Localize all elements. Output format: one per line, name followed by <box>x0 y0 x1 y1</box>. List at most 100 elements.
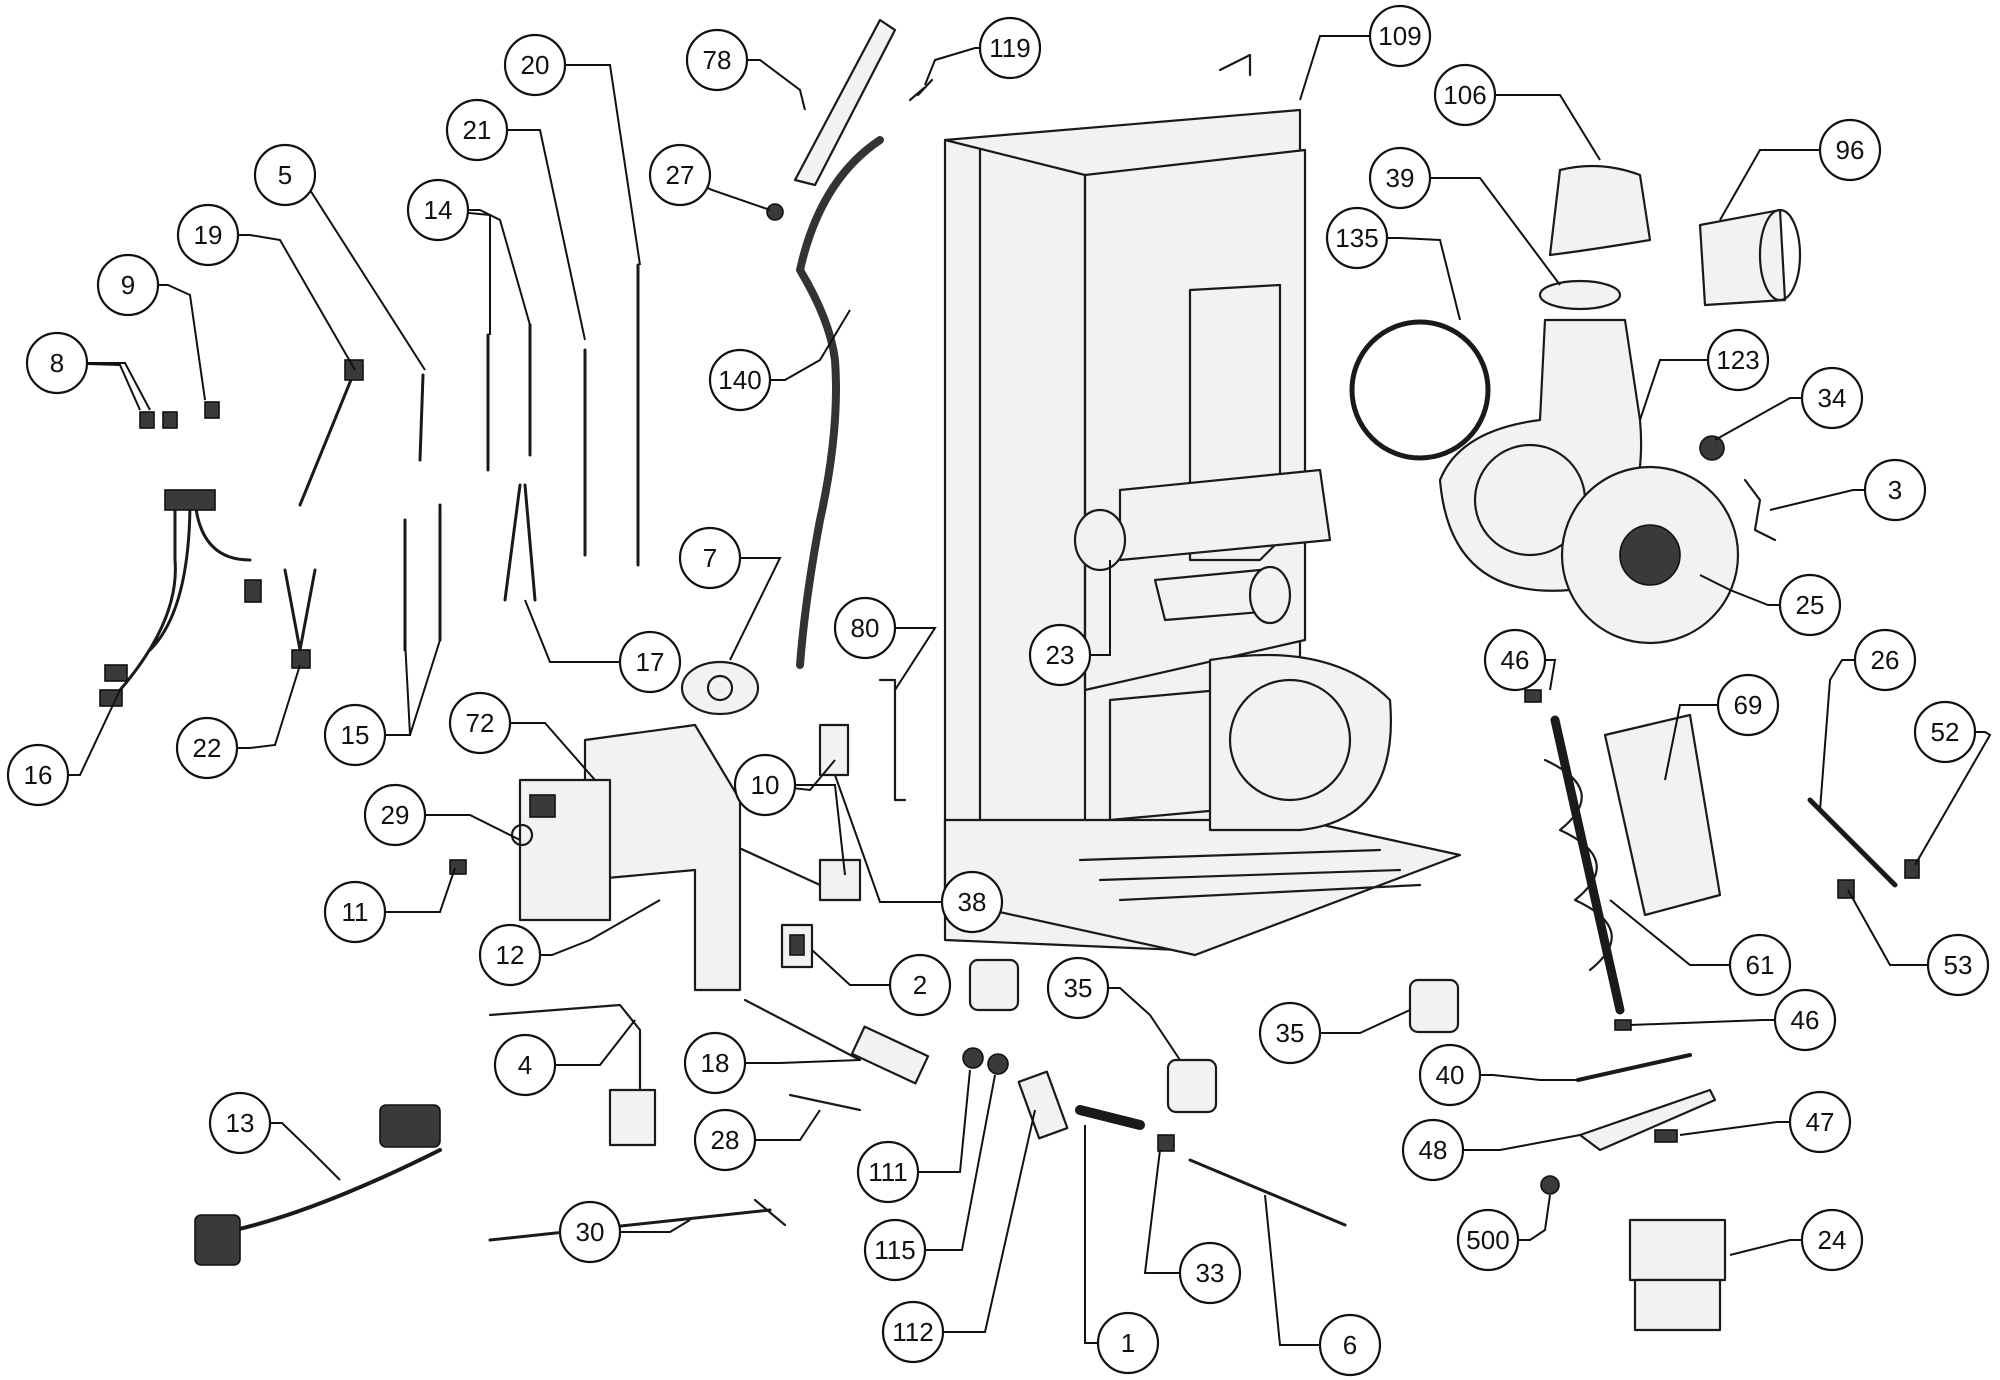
callout-bubble: 111 <box>856 1140 920 1204</box>
callout-bubble: 5 <box>253 143 317 207</box>
stove-frame <box>943 53 1462 957</box>
callout-label: 8 <box>50 348 64 378</box>
leader-line <box>284 174 426 371</box>
callout-label: 69 <box>1734 690 1763 720</box>
callout-circle <box>1401 1118 1465 1182</box>
callout-circle <box>1325 206 1389 270</box>
callout-circle <box>678 526 742 590</box>
callout-circle <box>208 1091 272 1155</box>
callout-circle <box>478 923 542 987</box>
callout-label: 23 <box>1046 640 1075 670</box>
callout-label: 9 <box>121 270 135 300</box>
callout-bubble: 35 <box>1258 1001 1322 1065</box>
callout-circle <box>685 28 749 92</box>
callout-bubble: 106 <box>1433 63 1497 127</box>
callout-circle <box>856 1140 920 1204</box>
callout-bubble: 47 <box>1788 1090 1852 1154</box>
callout-bubble: 96 <box>1818 118 1882 182</box>
callout-bubble: 11 <box>323 880 387 944</box>
callout-label: 140 <box>718 365 761 395</box>
callout-label: 33 <box>1196 1258 1225 1288</box>
callout-circle <box>1433 63 1497 127</box>
callout-circle <box>1716 673 1780 737</box>
callout-bubble: 9 <box>96 253 160 317</box>
callout-circle <box>175 716 239 780</box>
callout-circle <box>733 753 797 817</box>
callout-bubble: 18 <box>683 1031 747 1095</box>
callout-label: 112 <box>892 1317 933 1347</box>
callout-bubble: 35 <box>1046 956 1110 1020</box>
callout-bubble: 29 <box>363 783 427 847</box>
callout-bubble: 27 <box>648 143 712 207</box>
callout-bubble: 26 <box>1853 628 1917 692</box>
callout-label: 47 <box>1806 1107 1835 1137</box>
callout-circle <box>940 870 1004 934</box>
callout-circle <box>1483 628 1547 692</box>
callout-label: 27 <box>666 160 695 190</box>
callout-bubble: 17 <box>618 630 682 694</box>
leader-line <box>913 1109 1036 1333</box>
callout-circle <box>448 691 512 755</box>
callout-bubble: 48 <box>1401 1118 1465 1182</box>
callout-circle <box>708 348 772 412</box>
callout-bubble: 46 <box>1483 628 1547 692</box>
callout-label: 16 <box>24 760 53 790</box>
callout-label: 3 <box>1888 475 1902 505</box>
callout-bubble: 46 <box>1773 988 1837 1052</box>
callout-circle <box>648 143 712 207</box>
callout-label: 15 <box>341 720 370 750</box>
callout-label: 7 <box>703 543 717 573</box>
callout-bubble: 28 <box>693 1108 757 1172</box>
callout-label: 48 <box>1419 1135 1448 1165</box>
callout-label: 13 <box>226 1108 255 1138</box>
callout-circle <box>1028 623 1092 687</box>
callout-label: 61 <box>1746 950 1775 980</box>
callout-circle <box>1456 1208 1520 1272</box>
callout-circle <box>1178 1241 1242 1305</box>
callout-circle <box>445 98 509 162</box>
callout-label: 22 <box>193 733 222 763</box>
callout-circle <box>253 143 317 207</box>
callout-label: 6 <box>1343 1330 1357 1360</box>
callout-label: 28 <box>711 1125 740 1155</box>
callout-label: 35 <box>1064 973 1093 1003</box>
callouts: 1234567891011121314151617181920212223242… <box>6 4 1990 1377</box>
callout-bubble: 109 <box>1368 4 1432 68</box>
callout-bubble: 80 <box>833 596 897 660</box>
callout-label: 40 <box>1436 1060 1465 1090</box>
callout-bubble: 21 <box>445 98 509 162</box>
callout-label: 53 <box>1944 950 1973 980</box>
callout-label: 123 <box>1716 345 1759 375</box>
callout-label: 115 <box>874 1235 915 1265</box>
callout-label: 35 <box>1276 1018 1305 1048</box>
callout-bubble: 24 <box>1800 1208 1864 1272</box>
callout-label: 1 <box>1121 1328 1135 1358</box>
callout-circle <box>1046 956 1110 1020</box>
leader-line <box>1084 1125 1128 1344</box>
callout-label: 39 <box>1386 163 1415 193</box>
leader-line <box>477 129 586 341</box>
callout-bubble: 38 <box>940 870 1004 934</box>
callout-circle <box>1788 1090 1852 1154</box>
callout-label: 21 <box>463 115 492 145</box>
callout-bubble: 23 <box>1028 623 1092 687</box>
callout-bubble: 72 <box>448 691 512 755</box>
callout-circle <box>833 596 897 660</box>
callout-label: 72 <box>466 708 495 738</box>
callout-circle <box>978 16 1042 80</box>
callout-bubble: 6 <box>1318 1313 1382 1377</box>
callout-bubble: 69 <box>1716 673 1780 737</box>
callout-label: 25 <box>1796 590 1825 620</box>
callout-label: 26 <box>1871 645 1900 675</box>
callout-label: 106 <box>1443 80 1486 110</box>
callout-circle <box>406 178 470 242</box>
callout-label: 46 <box>1501 645 1530 675</box>
callout-bubble: 123 <box>1706 328 1770 392</box>
callout-label: 18 <box>701 1048 730 1078</box>
callout-circle <box>1706 328 1770 392</box>
callout-bubble: 3 <box>1863 458 1927 522</box>
callout-circle <box>1368 146 1432 210</box>
callout-circle <box>1773 988 1837 1052</box>
callout-label: 4 <box>518 1050 532 1080</box>
callout-bubble: 22 <box>175 716 239 780</box>
